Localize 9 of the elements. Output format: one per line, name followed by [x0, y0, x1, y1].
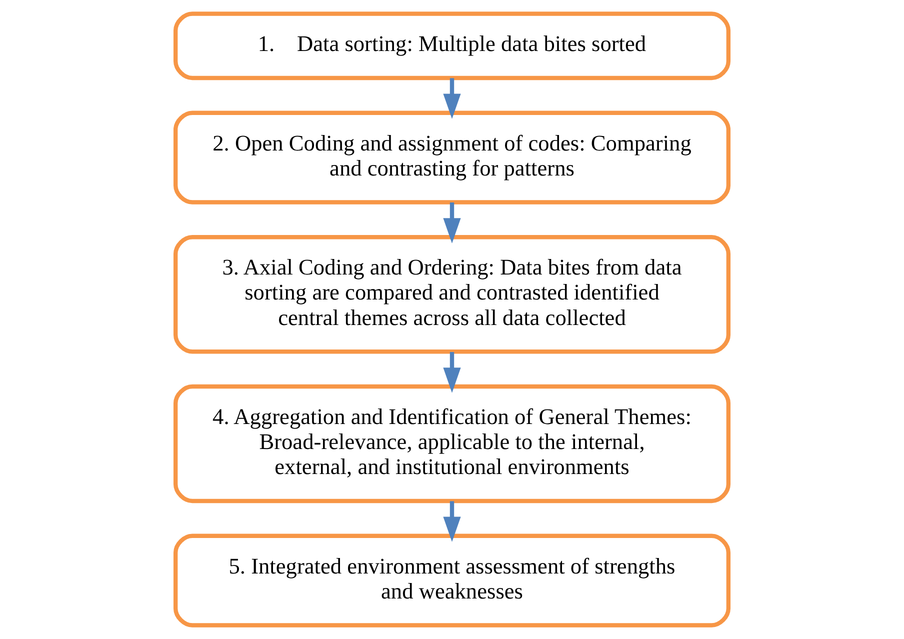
node-box: 1. Data sorting: Multiple data bites sorted [174, 12, 730, 80]
arrow [443, 352, 461, 393]
arrow [443, 202, 461, 244]
arrow [443, 501, 461, 542]
node-box: 5. Integrated environment assessment of strengths and weaknesses [174, 534, 730, 628]
node-box: 3. Axial Coding and Ordering: Data bites from data sorting are compared and contrasted identified central themes across all data collected [174, 235, 730, 354]
node-box: 2. Open Coding and assignment of codes: Comparing and contrasting for patterns [174, 110, 730, 204]
node-box: 4. Aggregation and Identification of General Themes: Broad-relevance, applicable to the internal, external, and institutional environments [174, 384, 730, 504]
arrow [443, 78, 461, 119]
